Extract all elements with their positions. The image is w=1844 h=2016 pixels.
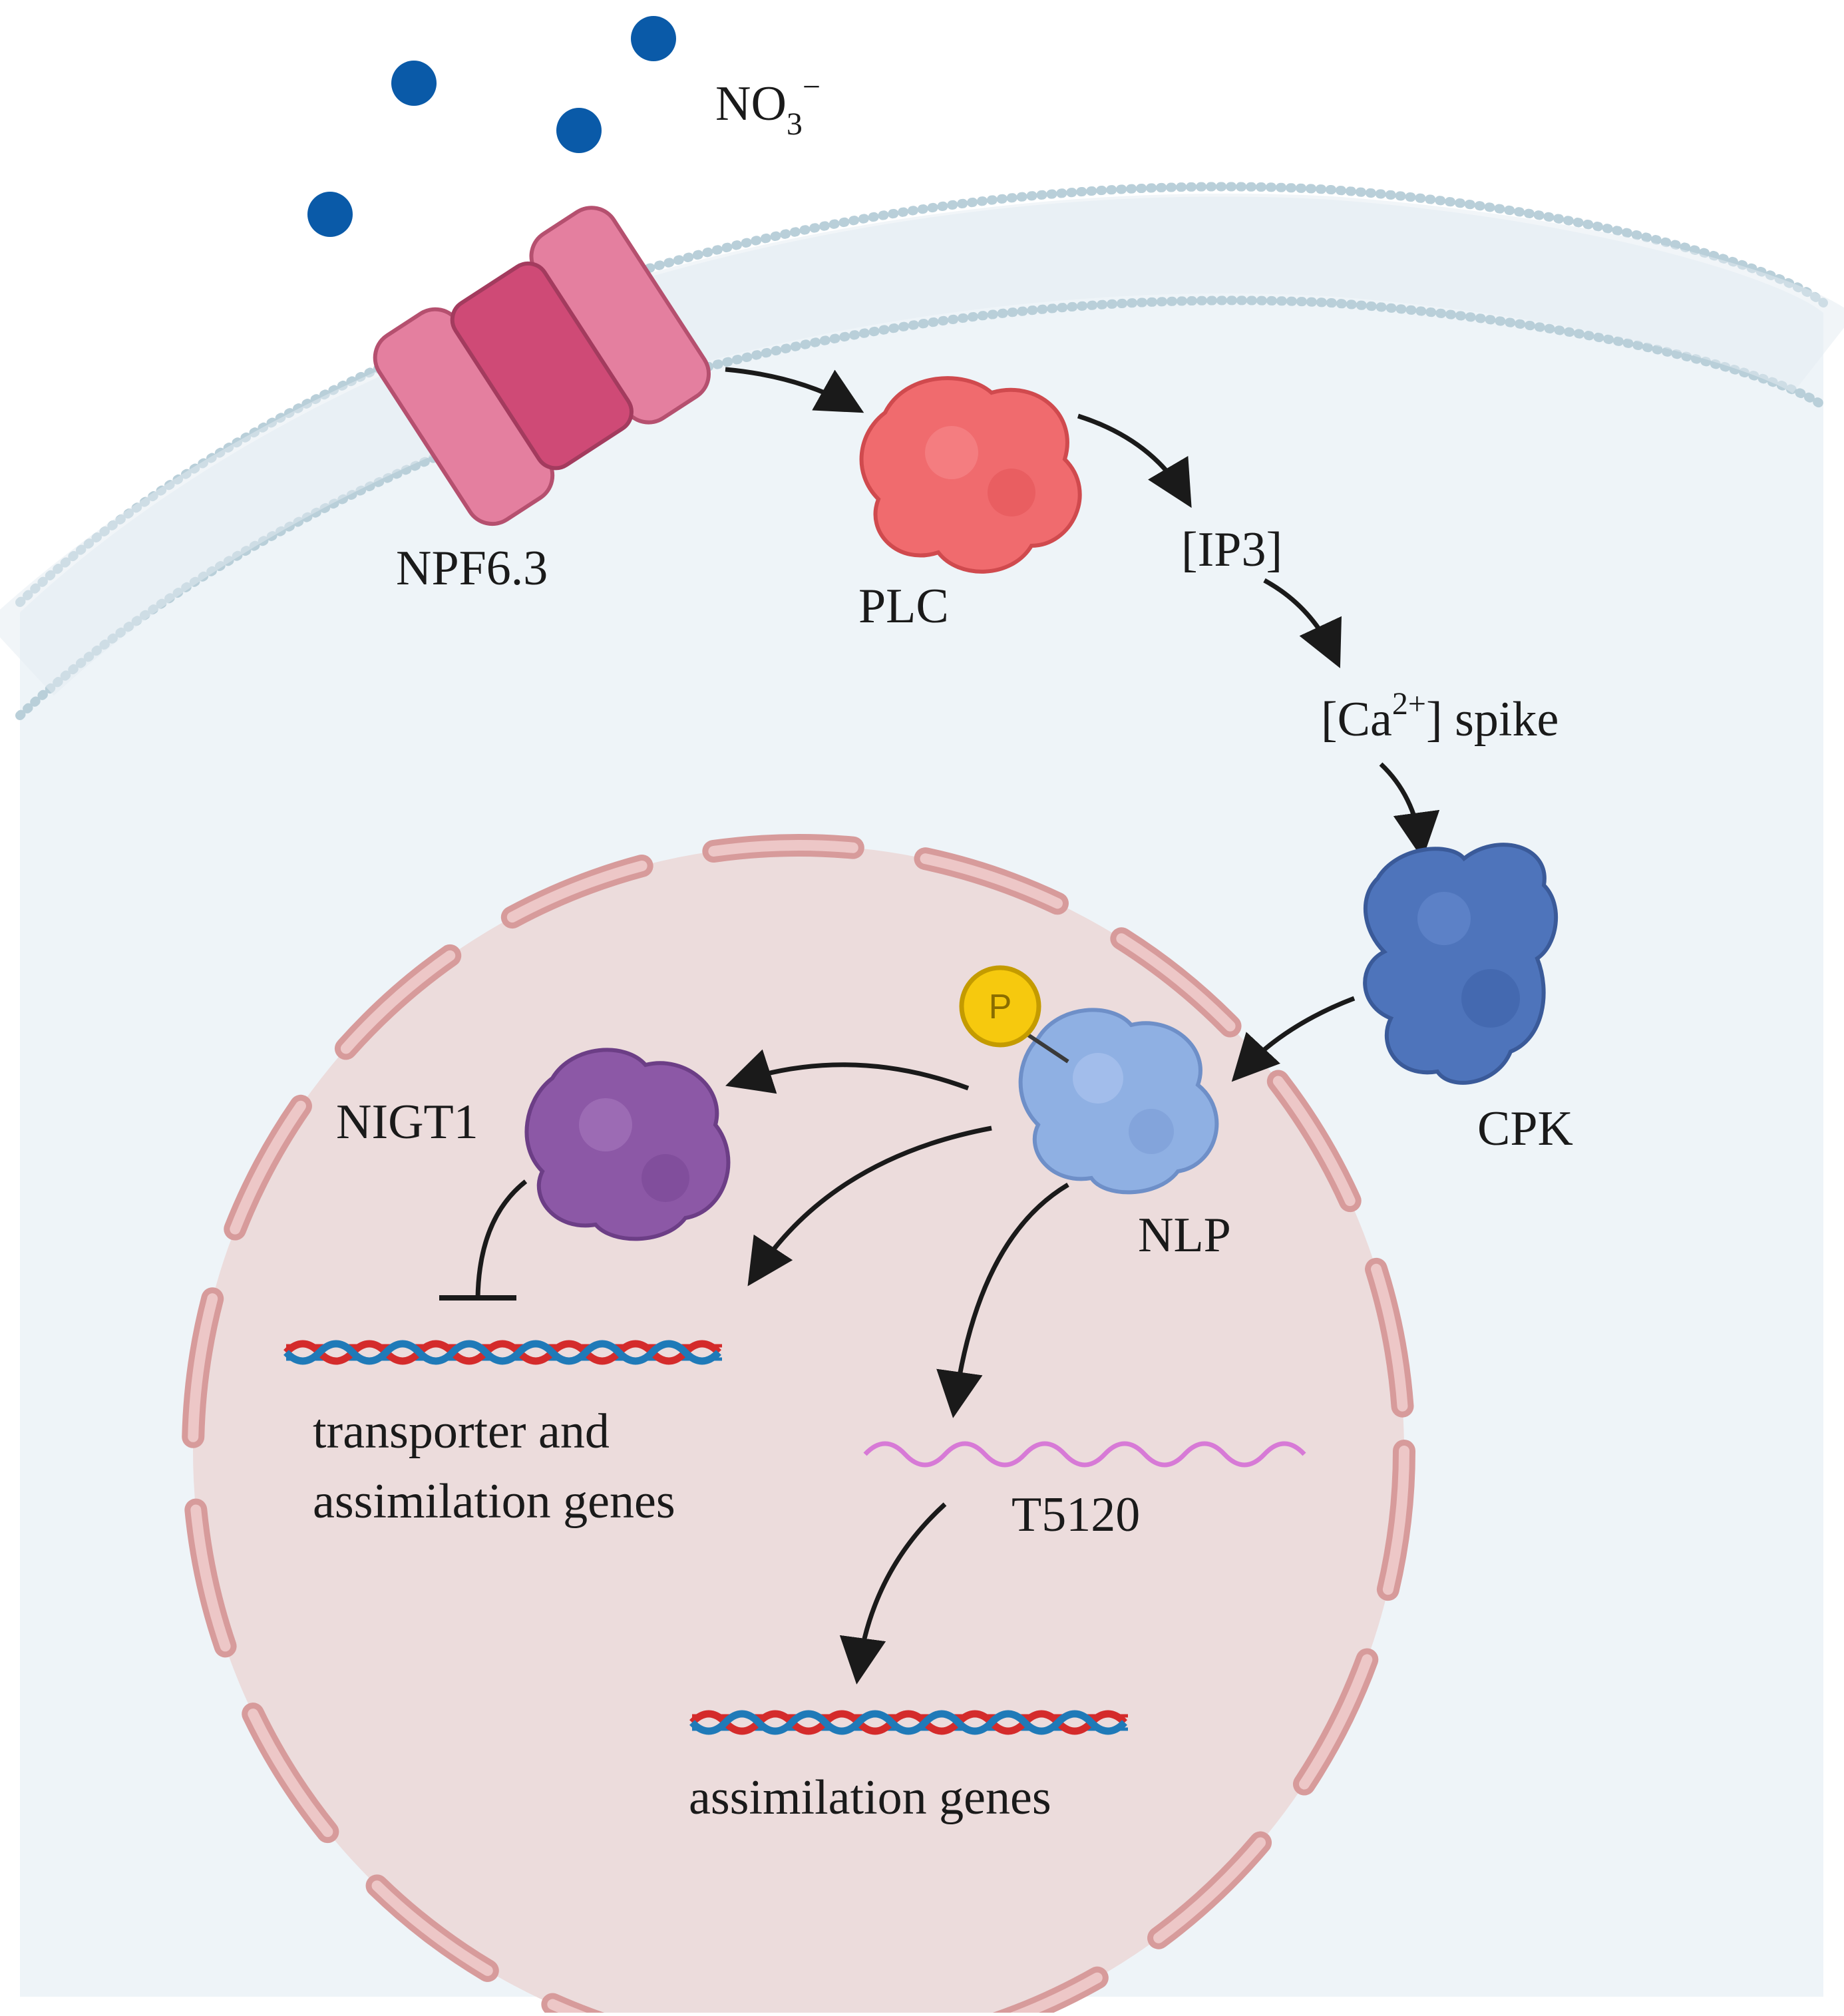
nigt1-label: NIGT1 [336,1095,478,1149]
arrow-nlp-to-nigt1 [725,1049,970,1094]
phosphate-link [1027,1033,1069,1064]
arrow-ip3-to-calcium [1263,578,1342,669]
npf63-label: NPF6.3 [396,541,548,596]
arrow-t5120-to-assimilation-genes [839,1502,947,1685]
npf63-transporter [373,206,711,526]
nlp-protein [1018,1008,1219,1195]
membrane-bilayer-core [0,193,1844,696]
nitrate-ion [307,192,353,237]
nitrate-ion [391,61,437,106]
t5120-rna [863,1441,1306,1468]
nlp-label: NLP [1138,1208,1231,1263]
cpk-label: CPK [1477,1102,1573,1156]
phosphate-group: P [959,965,1041,1048]
cpk-protein [1363,843,1559,1085]
genes2-label: assimilation genes [689,1770,1051,1825]
dna-assimilation [689,1710,1128,1735]
genes1-label-line2: assimilation genes [313,1474,675,1529]
nitrate-label: NO3− [715,69,821,142]
t5120-label: T5120 [1012,1488,1140,1542]
nitrate-ion [556,108,602,153]
nuclear-envelope-inner [188,840,1409,2016]
inhibition-nigt1 [475,1179,528,1299]
nitrate-ions [307,16,676,237]
arrow-nlp-to-t5120 [936,1182,1069,1418]
genes1-label-line1: transporter and [313,1404,610,1459]
plc-label: PLC [858,579,949,634]
plc-protein [859,376,1082,574]
arrow-calcium-to-cpk [1379,762,1440,859]
nitrate-ion [631,16,676,61]
phosphate-label: P [989,988,1012,1026]
arrow-nlp-to-transporter-genes [747,1125,992,1287]
ip3-label: [IP3] [1181,522,1282,577]
arrow-plc-to-ip3 [1077,413,1192,508]
plasma-membrane-inner [15,296,1828,720]
calcium-spike-label: [Ca2+] spike [1321,686,1559,747]
dna-transporter-assimilation [283,1340,722,1365]
arrow-cpk-to-nlp [1231,996,1356,1082]
plasma-membrane-outer [15,182,1828,607]
arrow-npf-to-plc [725,367,864,413]
nigt1-protein [524,1048,731,1241]
